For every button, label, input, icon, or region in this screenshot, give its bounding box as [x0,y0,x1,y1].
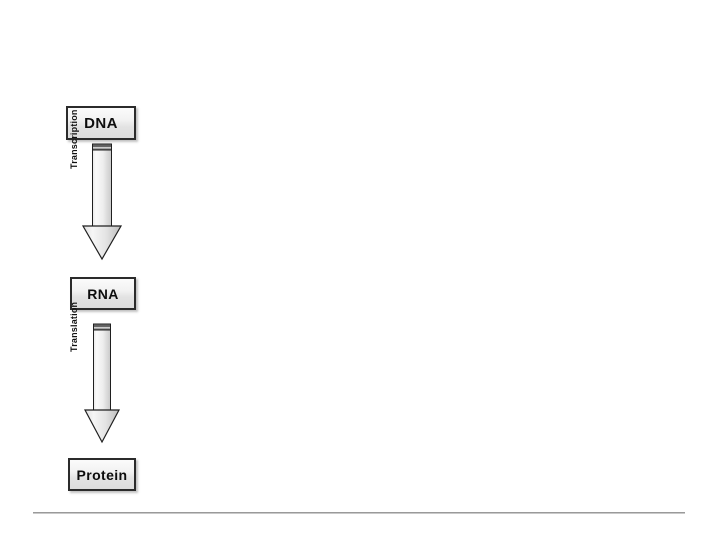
node-protein[interactable]: Protein [68,458,136,491]
arrow-translation[interactable] [78,322,134,450]
arrow-translation-label: Translation [69,301,79,352]
arrow-transcription[interactable] [78,142,134,266]
node-rna[interactable]: RNA [70,277,136,310]
node-rna-label: RNA [87,285,119,302]
node-protein-label: Protein [76,466,128,483]
node-dna-label: DNA [84,114,118,132]
node-dna[interactable]: DNA [66,106,136,140]
arrow-transcription-label: Transcription [69,109,79,169]
footer-divider [33,512,685,514]
